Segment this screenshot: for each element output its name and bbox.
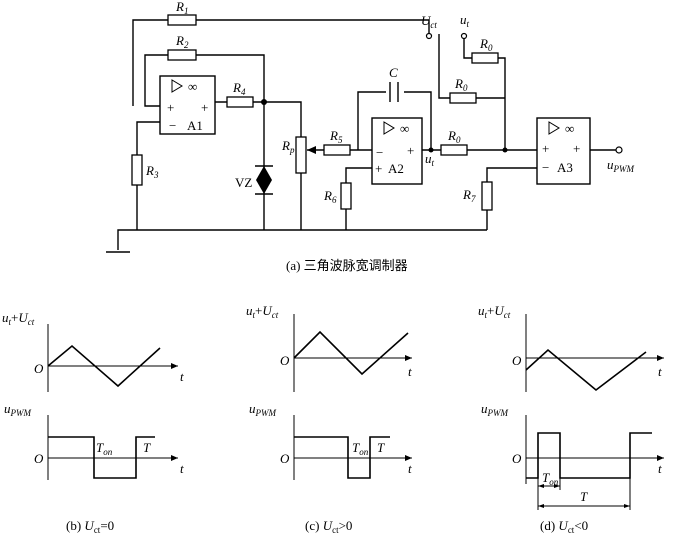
ylabel-bottom-c: uPWM: [249, 401, 276, 418]
t-axis-label: t: [408, 461, 412, 476]
origin-label: O: [512, 451, 522, 466]
label-r3: R3: [145, 163, 159, 180]
ylabel-bottom-d: uPWM: [481, 401, 508, 418]
pwm-wave: [48, 436, 155, 479]
junction-dot: [502, 147, 508, 153]
triangle-wave: [47, 344, 161, 388]
a1-plus-in: +: [167, 100, 174, 115]
label-r6: R6: [323, 188, 337, 205]
a2-plus: +: [375, 161, 382, 176]
triangle-wave: [293, 330, 409, 376]
junction-dot: [261, 99, 267, 105]
label-ut-top: ut: [460, 12, 470, 29]
resistor-r3: [131, 154, 143, 186]
label-r0-input: R0: [447, 128, 461, 145]
opamp-a2: [371, 117, 423, 185]
t-axis-label: t: [658, 461, 662, 476]
origin-label: O: [280, 451, 290, 466]
label-uct: Uct: [421, 13, 437, 30]
caption-c: (c) Uct>0: [305, 518, 352, 535]
caption-a: (a) 三角波脉宽调制器: [286, 258, 408, 273]
label-r7: R7: [462, 187, 476, 204]
t-axis-label: t: [658, 364, 662, 379]
ylabel-top-d: ut+Uct: [478, 303, 511, 320]
a3-name: A3: [557, 160, 573, 175]
a1-gain: ∞: [188, 79, 197, 94]
pwm-wave: [526, 432, 652, 479]
origin-label: O: [512, 353, 522, 368]
label-ut-node: ut: [425, 151, 435, 168]
circuit-diagram: ∞ ∞ ∞ + + − A1 − + + A2 + + − A3: [106, 0, 634, 273]
label-r2: R2: [175, 33, 189, 50]
junction-dot: [428, 147, 434, 153]
ton-label: Ton: [96, 440, 113, 457]
ut-terminal: [460, 32, 468, 40]
resistor-r2: [167, 49, 197, 61]
waveform-panel-d: [525, 314, 664, 510]
a2-plus-out: +: [407, 143, 414, 158]
a1-triangle-icon: [171, 79, 183, 93]
ton-label: Ton: [352, 440, 369, 457]
waveform-panel-b: [47, 324, 178, 480]
label-capacitor: C: [389, 65, 398, 80]
resistor-r7: [481, 181, 493, 211]
resistor-r5: [323, 144, 351, 156]
uct-terminal: [425, 32, 433, 40]
ton-label: Ton: [542, 470, 559, 487]
label-r4: R4: [232, 80, 246, 97]
origin-label: O: [34, 361, 44, 376]
t-axis-label: t: [180, 369, 184, 384]
a3-triangle-icon: [548, 121, 560, 135]
ylabel-top-c: ut+Uct: [246, 303, 279, 320]
resistor-r0-input: [440, 144, 468, 156]
resistor-r4: [226, 96, 254, 108]
label-zener: VZ: [235, 175, 252, 190]
a1-name: A1: [187, 118, 203, 133]
ylabel-top-b: ut+Uct: [2, 310, 35, 327]
a2-name: A2: [388, 161, 404, 176]
t-axis-label: t: [408, 364, 412, 379]
t-axis-label: t: [180, 461, 184, 476]
origin-label: O: [34, 451, 44, 466]
caption-d: (d) Uct<0: [540, 518, 588, 535]
upwm-terminal: [615, 146, 623, 154]
caption-b: (b) Uct=0: [66, 518, 114, 535]
origin-label: O: [280, 353, 290, 368]
label-r1: R1: [175, 0, 188, 16]
period-label: T: [580, 489, 588, 504]
potentiometer-rp: [295, 136, 307, 174]
opamp-a1: [159, 75, 216, 135]
wiper-arrow-icon: [307, 146, 316, 154]
a3-plus-out: +: [573, 141, 580, 156]
zener-diode-icon: [255, 164, 273, 196]
resistor-r6: [340, 182, 352, 210]
a3-minus: −: [542, 160, 549, 175]
period-label: T: [377, 440, 385, 455]
a2-gain: ∞: [400, 121, 409, 136]
label-r0-mid: R0: [454, 76, 468, 93]
a2-minus: −: [376, 145, 383, 160]
opamp-a3: [536, 117, 591, 185]
label-r5: R5: [329, 128, 343, 145]
waveform-panel-c: [293, 314, 412, 480]
label-upwm: uPWM: [607, 157, 634, 174]
pwm-wave: [294, 436, 390, 479]
resistor-r1: [167, 14, 197, 26]
resistor-r0-mid: [449, 92, 477, 104]
a1-plus-out: +: [201, 100, 208, 115]
triangle-wave: [525, 348, 647, 392]
a3-plus-in: +: [542, 141, 549, 156]
a3-gain: ∞: [565, 121, 574, 136]
label-rp: Rp: [281, 138, 295, 155]
period-label: T: [143, 440, 151, 455]
label-r0-top: R0: [479, 36, 493, 53]
a1-minus: −: [169, 118, 176, 133]
resistor-r0-top: [471, 52, 499, 64]
ylabel-bottom-b: uPWM: [4, 401, 31, 418]
a2-triangle-icon: [383, 121, 395, 135]
